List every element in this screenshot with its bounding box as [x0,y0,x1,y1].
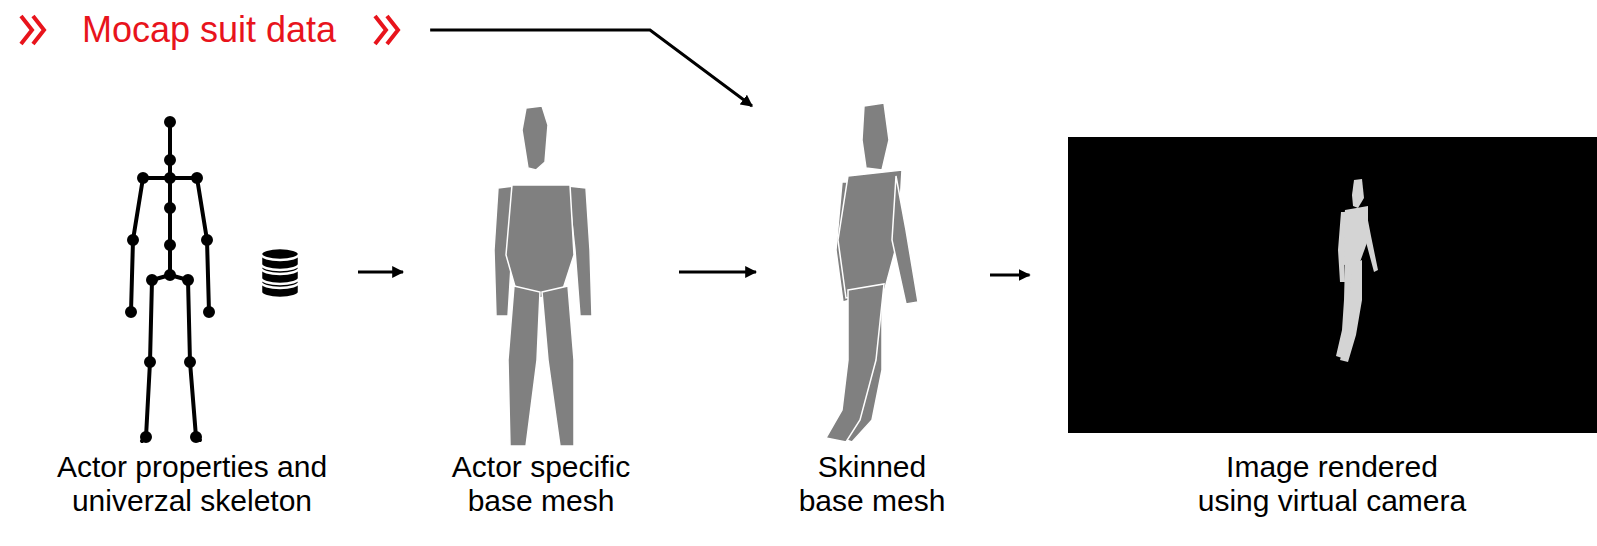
drawing-part [168,122,172,275]
chevron-symbol [18,13,50,47]
drawing-part [127,308,135,316]
drawing-part [166,241,174,249]
drawing-part [1352,179,1364,208]
stage-caption: Actor properties and univerzal skeleton [30,450,354,518]
chevron-stroke [375,16,398,44]
drawing-part [508,286,540,446]
stage-caption: Actor specific base mesh [426,450,656,518]
stage-caption: Image rendered using virtual camera [1187,450,1477,518]
input-title: Mocap suit data [82,6,336,54]
drawing-part [826,284,884,442]
flow-arrow [990,274,1030,277]
drawing-part [862,103,889,170]
flow-arrow [679,271,756,274]
drawing-part [186,358,194,366]
drawing-part [166,156,174,164]
flow-arrow [430,30,752,106]
drawing-part [542,286,574,446]
flow-arrow [358,271,403,274]
drawing-part [166,204,174,212]
skeleton-stage: Actor properties and univerzal skeleton [30,100,354,530]
render-frame [1068,137,1597,433]
drawing-part [1340,260,1362,362]
render-stage: Image rendered using virtual camera [1068,100,1597,530]
drawing-part [522,106,548,170]
chevron-stroke [21,16,44,44]
drawing-part [205,308,213,316]
drawing-part [148,276,156,284]
drawing-part [1366,210,1378,272]
drawing-part [892,176,918,304]
database-icon [261,248,299,298]
drawing-part [129,236,137,244]
drawing-part [142,433,150,441]
drawing-part [506,185,574,298]
skinned-mesh-stage: Skinned base mesh [760,100,984,530]
input-label: Mocap suit data [10,6,418,54]
drawing-part [192,433,200,441]
stage-caption: Skinned base mesh [782,450,962,518]
base-mesh-stage: Actor specific base mesh [407,100,675,530]
drawing-part [193,174,201,182]
drawing-part [146,358,154,366]
skinned-mesh-figure [826,103,918,442]
base-mesh-figure [494,106,592,446]
drawing-part [203,236,211,244]
drawing-part [166,118,174,126]
drawing-part [261,248,299,260]
drawing-part [184,276,192,284]
rendered-figure [1336,179,1378,362]
drawing-part [166,271,174,279]
chevron-symbol [372,13,404,47]
drawing-part [142,275,170,441]
skeleton-figure [127,118,213,441]
drawing-part [170,275,200,440]
drawing-part [166,174,174,182]
drawing-part [139,174,147,182]
